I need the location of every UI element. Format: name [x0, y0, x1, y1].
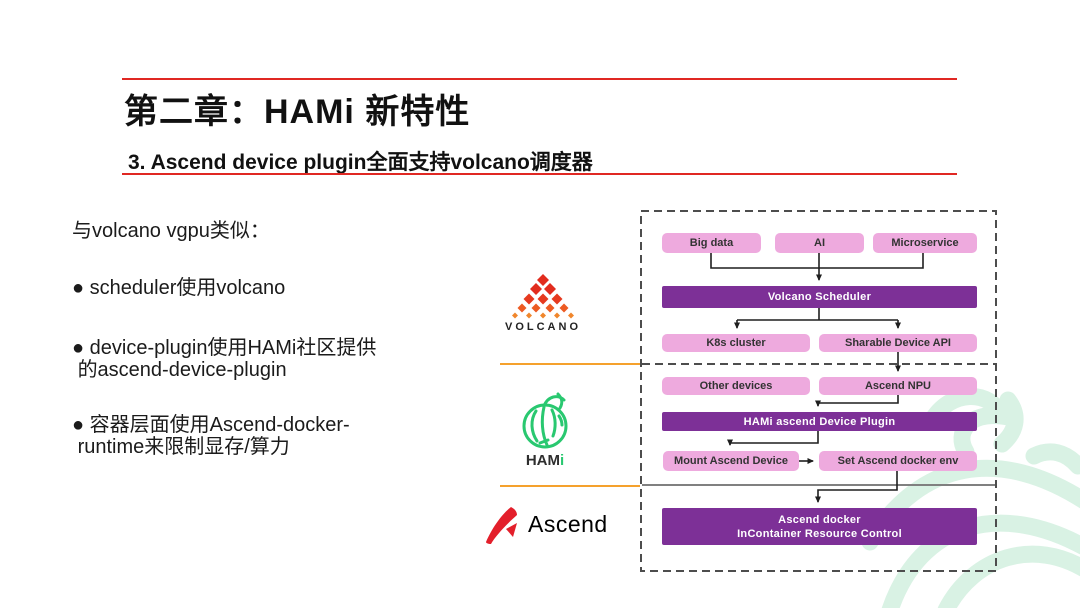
- node-ascend-docker-line1: Ascend docker: [778, 513, 861, 526]
- top-red-rule: [122, 78, 957, 80]
- hami-logo-label: HAMi: [505, 452, 585, 469]
- ascend-logo-icon: [486, 507, 517, 544]
- page-subtitle: 3. Ascend device plugin全面支持volcano调度器: [128, 151, 593, 174]
- bullet-scheduler: ● scheduler使用volcano: [72, 277, 285, 299]
- bullet-line: ● 容器层面使用Ascend-docker-: [72, 414, 350, 436]
- node-big-data: Big data: [662, 233, 761, 253]
- subtitle-red-rule: [122, 173, 957, 175]
- hami-label-suffix: i: [560, 452, 565, 469]
- node-volcano-scheduler: Volcano Scheduler: [662, 286, 977, 308]
- diagram-connectors: [640, 210, 997, 572]
- intro-text: 与volcano vgpu类似：: [72, 220, 270, 242]
- node-sharable-device-api: Sharable Device API: [819, 334, 977, 352]
- node-set-ascend-docker-env: Set Ascend docker env: [819, 451, 977, 471]
- node-ascend-npu: Ascend NPU: [819, 377, 977, 395]
- bullet-line: runtime来限制显存/算力: [72, 436, 290, 458]
- orange-divider-top: [500, 363, 640, 365]
- node-ascend-docker-control: Ascend docker InContainer Resource Contr…: [662, 508, 977, 545]
- bullet-line: 的ascend-device-plugin: [72, 359, 287, 381]
- volcano-logo-label: VOLCANO: [505, 321, 581, 333]
- node-hami-ascend-device-plugin: HAMi ascend Device Plugin: [662, 412, 977, 431]
- bullet-line: ● device-plugin使用HAMi社区提供: [72, 337, 377, 359]
- page-title: 第二章：HAMi 新特性: [124, 93, 471, 131]
- node-ascend-docker-line2: InContainer Resource Control: [737, 527, 902, 540]
- node-microservice: Microservice: [873, 233, 977, 253]
- ascend-logo-label: Ascend: [528, 511, 608, 537]
- node-k8s-cluster: K8s cluster: [662, 334, 810, 352]
- hami-logo-icon: [522, 392, 568, 449]
- node-mount-ascend-device: Mount Ascend Device: [663, 451, 799, 471]
- bullet-line: ● scheduler使用volcano: [72, 277, 286, 299]
- node-ai: AI: [775, 233, 864, 253]
- bullet-container-runtime: ● 容器层面使用Ascend-docker- runtime来限制显存/算力: [72, 414, 350, 458]
- bullet-device-plugin: ● device-plugin使用HAMi社区提供 的ascend-device…: [72, 337, 376, 381]
- volcano-logo-icon: [512, 274, 574, 319]
- architecture-diagram: Big data AI Microservice Volcano Schedul…: [640, 210, 997, 572]
- node-other-devices: Other devices: [662, 377, 810, 395]
- hami-label-prefix: HAM: [525, 452, 560, 469]
- orange-divider-bottom: [500, 485, 640, 487]
